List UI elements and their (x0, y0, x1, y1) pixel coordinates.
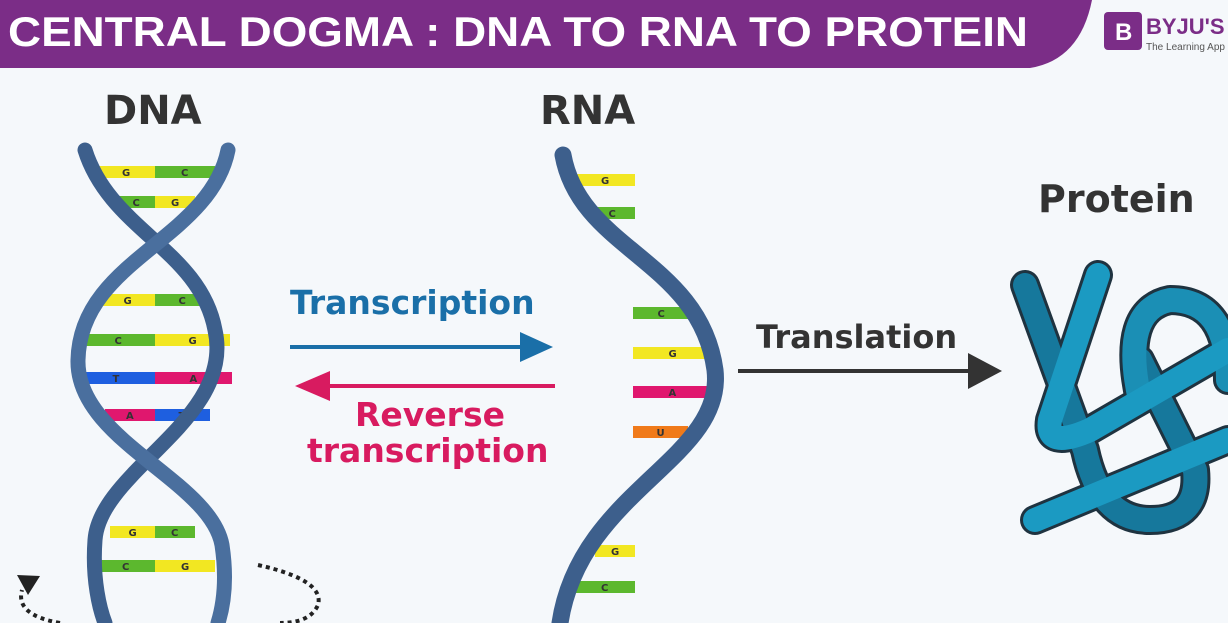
dna-base-left-letter: C (122, 562, 129, 573)
dna-helix (70, 142, 236, 623)
dna-base-left (100, 294, 155, 306)
dna-base-left (105, 409, 155, 421)
dna-base-right-letter: C (181, 168, 188, 179)
dna-base-left-letter: G (129, 528, 137, 539)
dna-base-right-letter: G (171, 198, 179, 209)
dna-strand-1 (77, 142, 225, 623)
dna-base-right (155, 560, 215, 572)
dna-base-left (97, 560, 155, 572)
dna-base-right-letter: A (190, 374, 198, 385)
dna-base-right-letter: C (171, 528, 178, 539)
rna-base-letter: C (609, 209, 616, 220)
dna-base-right-letter: C (179, 296, 186, 307)
rna-base (595, 545, 635, 557)
dna-base-left (97, 166, 155, 178)
dna-base-left-letter: T (113, 374, 120, 385)
rna-base-letter: C (658, 309, 665, 320)
rna-base (633, 386, 712, 398)
rna-base-letter: G (601, 176, 609, 187)
byjus-logo: B BYJU'S The Learning App (1104, 12, 1225, 53)
dna-label: DNA (104, 88, 202, 134)
rna-base (575, 581, 635, 593)
rna-base-letter: G (611, 547, 619, 558)
dna-base-right (155, 166, 215, 178)
protein-icon (1010, 260, 1228, 535)
dna-base-right (155, 196, 195, 208)
translation-arrow (738, 353, 1002, 389)
transcription-arrow (290, 332, 553, 362)
header-banner (0, 0, 1092, 68)
rna-base-letter: A (669, 388, 677, 399)
dna-base-left-letter: C (115, 336, 122, 347)
reverse-transcription-label-line1: Reverse (355, 395, 505, 434)
rna-bases: G C C G A U G C (575, 174, 712, 594)
rna-base-letter: U (657, 428, 665, 439)
svg-text:B: B (1115, 19, 1132, 46)
dna-base-left (110, 526, 155, 538)
dna-base-left-letter: G (122, 168, 130, 179)
rna-base (633, 347, 712, 359)
rna-base (575, 174, 635, 186)
dna-base-right-letter: G (189, 336, 197, 347)
rotation-arrow-icon (17, 563, 321, 623)
dna-base-left-letter: C (133, 198, 140, 209)
reverse-transcription-arrow (295, 371, 555, 401)
dna-base-right-letter: G (181, 562, 189, 573)
rna-base-letter: G (669, 349, 677, 360)
rna-label: RNA (540, 88, 635, 134)
reverse-transcription-label-line2: transcription (307, 431, 548, 470)
dna-strand-2 (70, 142, 236, 623)
dna-base-left-letter: A (126, 411, 134, 422)
rna-base (633, 426, 688, 438)
svg-text:BYJU'S: BYJU'S (1146, 14, 1225, 39)
dna-base-left-letter: G (124, 296, 132, 307)
protein-label: Protein (1038, 177, 1195, 221)
dna-base-left (82, 334, 155, 346)
dna-base-right (155, 526, 195, 538)
rna-strand (551, 146, 724, 623)
header-title: CENTRAL DOGMA : DNA TO RNA TO PROTEIN (8, 8, 1028, 55)
rna-base-letter: C (601, 583, 608, 594)
dna-base-left (78, 372, 155, 384)
transcription-label: Transcription (290, 283, 535, 322)
rna-base (633, 307, 690, 319)
svg-text:The Learning App: The Learning App (1146, 42, 1225, 53)
translation-label: Translation (756, 318, 957, 356)
